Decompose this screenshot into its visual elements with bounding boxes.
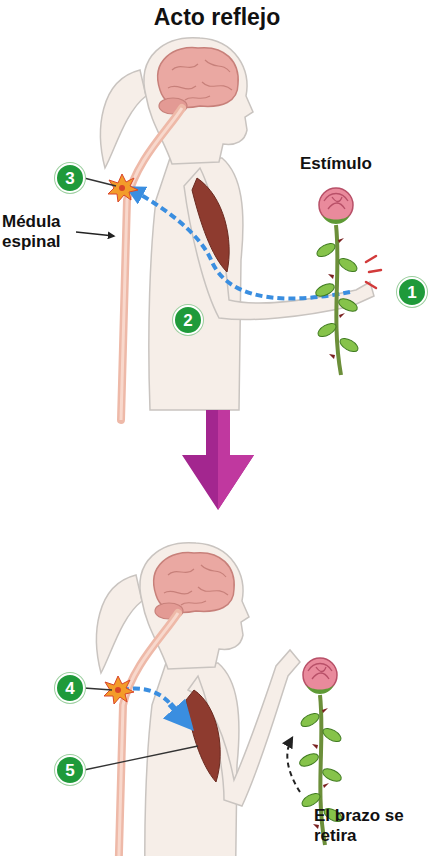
callout-text: 4 [65, 680, 74, 697]
transition-arrow [182, 410, 254, 510]
callout-text: 1 [407, 284, 416, 301]
callout-number: 1 [397, 277, 427, 307]
figure-bottom [84, 543, 344, 856]
callout-number: 2 [173, 305, 203, 335]
callout-number: 5 [55, 755, 85, 785]
callout-number: 4 [55, 673, 85, 703]
part-label: Estímulo [300, 154, 390, 174]
callout-text: 2 [183, 312, 192, 329]
callout-text: 5 [65, 762, 74, 779]
figure-top [76, 38, 381, 420]
callout-text: 3 [65, 170, 74, 187]
transition-arrow-shade [218, 410, 254, 510]
callout-number: 3 [55, 163, 85, 193]
part-label: Médula espinal [2, 212, 76, 253]
part-label: El brazo se retira [314, 806, 406, 847]
diagram-title: Acto reflejo [0, 4, 434, 31]
